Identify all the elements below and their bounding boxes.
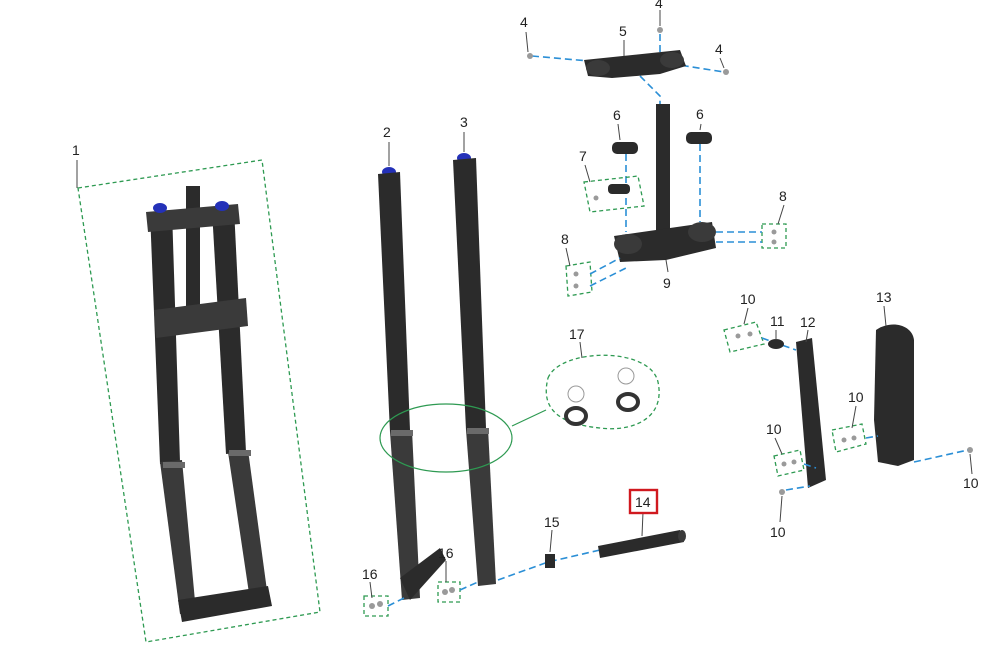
part-1-left-tube bbox=[150, 210, 180, 464]
part-10-screw-set-c[interactable] bbox=[831, 423, 867, 453]
callout-10-d[interactable]: 10 bbox=[770, 524, 786, 540]
part-3-upper-tube bbox=[453, 158, 486, 430]
callout-14-highlight-box bbox=[628, 488, 659, 515]
callout-14[interactable]: 14 bbox=[635, 494, 651, 510]
callout-11[interactable]: 11 bbox=[770, 313, 785, 329]
part-10-screw-set-b[interactable] bbox=[773, 449, 805, 477]
callout-15[interactable]: 15 bbox=[544, 514, 560, 530]
part-2-fork-leg[interactable] bbox=[378, 167, 446, 600]
callout-10-a[interactable]: 10 bbox=[740, 291, 756, 307]
callout-1[interactable]: 1 bbox=[72, 142, 80, 158]
part-17-seal-kit[interactable] bbox=[545, 354, 660, 430]
part-3-fork-leg[interactable] bbox=[453, 153, 496, 586]
part-8-bolt-set-left[interactable] bbox=[565, 261, 593, 297]
callout-6-right[interactable]: 6 bbox=[696, 106, 704, 122]
part-5-top-triple-clamp[interactable] bbox=[584, 50, 686, 78]
part-1-left-slider bbox=[160, 460, 196, 614]
part-17-oring-2 bbox=[617, 367, 635, 385]
part-10-screw-single-c[interactable] bbox=[967, 447, 973, 453]
part-1-right-slider bbox=[228, 450, 268, 600]
part-7-clamp-part[interactable] bbox=[583, 175, 645, 213]
callout-16-left[interactable]: 16 bbox=[362, 566, 378, 582]
part-2-lower-slider bbox=[390, 430, 420, 600]
part-17-seal-1 bbox=[564, 406, 588, 426]
part-1-left-cap bbox=[153, 203, 167, 213]
callout-12[interactable]: 12 bbox=[800, 314, 816, 330]
part-1-top-clamp bbox=[146, 204, 240, 232]
part-6-bearing-left[interactable] bbox=[612, 142, 638, 154]
part-4-bolt-top[interactable] bbox=[657, 27, 663, 33]
part-4-bolt-right[interactable] bbox=[723, 69, 729, 75]
part-11-guide-clip[interactable] bbox=[768, 339, 784, 349]
part-6-bearing-right[interactable] bbox=[686, 132, 712, 144]
callout-9[interactable]: 9 bbox=[663, 275, 671, 291]
part-1-left-seal bbox=[163, 462, 185, 468]
callout-4-top[interactable]: 4 bbox=[655, 0, 663, 11]
part-17-group-outline bbox=[545, 354, 660, 430]
part-16-bolt-set-right[interactable] bbox=[437, 581, 461, 603]
part-10-screw-set-a[interactable] bbox=[723, 321, 765, 353]
part-2-seal-ring bbox=[391, 430, 413, 436]
callout-2[interactable]: 2 bbox=[383, 124, 391, 140]
part-3-seal-ring bbox=[467, 428, 489, 434]
callout-14-highlighted[interactable]: 14 bbox=[628, 488, 659, 515]
axle-assembly-line bbox=[497, 549, 601, 581]
callout-3[interactable]: 3 bbox=[460, 114, 468, 130]
part-13-fork-guard[interactable] bbox=[874, 324, 914, 466]
callout-6-left[interactable]: 6 bbox=[613, 107, 621, 123]
callout-16-right[interactable]: 16 bbox=[438, 545, 454, 561]
part-2-caliper-mount bbox=[400, 548, 446, 600]
part-2-upper-tube bbox=[378, 172, 410, 432]
callout-10-b[interactable]: 10 bbox=[848, 389, 864, 405]
part-15-axle-nut[interactable] bbox=[545, 554, 555, 568]
part-17-oring-1 bbox=[567, 385, 585, 403]
leader-lines bbox=[76, 10, 973, 599]
part-1-right-tube bbox=[212, 208, 246, 454]
part-16-bolt-set-left[interactable] bbox=[363, 595, 389, 617]
part-1-right-cap bbox=[215, 201, 229, 211]
callout-labels: 1 2 3 4 4 4 5 6 6 7 8 8 9 10 10 10 10 10… bbox=[72, 0, 979, 582]
part-14-axle[interactable] bbox=[598, 530, 686, 558]
part-4-bolt-left[interactable] bbox=[527, 53, 533, 59]
callout-10-c[interactable]: 10 bbox=[766, 421, 782, 437]
part-1-bottom-clamp bbox=[154, 298, 248, 338]
part-8-bolt-set-right[interactable] bbox=[761, 223, 787, 249]
callout-10-e[interactable]: 10 bbox=[963, 475, 979, 491]
callout-8-left[interactable]: 8 bbox=[561, 231, 569, 247]
callout-4-left[interactable]: 4 bbox=[520, 14, 528, 30]
seal-zone-outline bbox=[379, 403, 513, 473]
callout-8-right[interactable]: 8 bbox=[779, 188, 787, 204]
part-9-bottom-triple-clamp[interactable] bbox=[614, 104, 716, 262]
part-1-right-seal bbox=[229, 450, 251, 456]
callout-17[interactable]: 17 bbox=[569, 326, 585, 342]
callout-7[interactable]: 7 bbox=[579, 148, 587, 164]
callout-13[interactable]: 13 bbox=[876, 289, 892, 305]
part-17-seal-2 bbox=[616, 392, 640, 412]
callout-5[interactable]: 5 bbox=[619, 23, 627, 39]
part-12-brake-line-guide[interactable] bbox=[796, 338, 826, 488]
part-3-lower-slider bbox=[466, 428, 496, 586]
part-10-screw-single-b[interactable] bbox=[779, 489, 785, 495]
part-1-axle-feet bbox=[178, 586, 272, 622]
callout-4-right[interactable]: 4 bbox=[715, 41, 723, 57]
part-1-fork-assembly[interactable] bbox=[77, 159, 321, 643]
